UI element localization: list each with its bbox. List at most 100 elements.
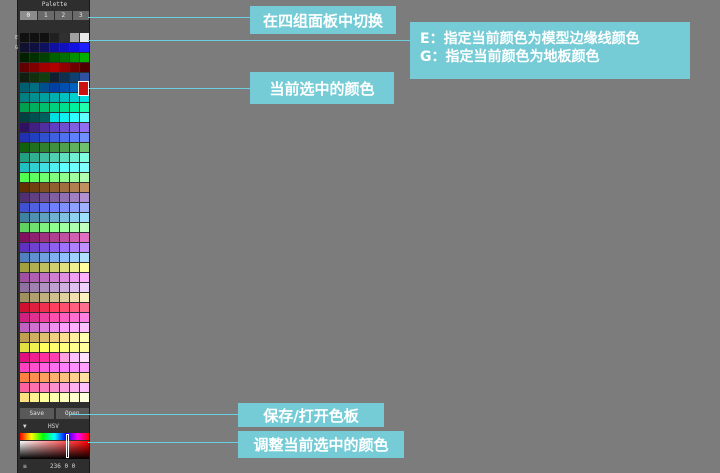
color-swatch[interactable]	[60, 153, 69, 162]
color-swatch[interactable]	[40, 293, 49, 302]
color-swatch[interactable]	[40, 313, 49, 322]
color-swatch[interactable]	[50, 213, 59, 222]
color-swatch[interactable]	[80, 393, 89, 402]
color-swatch[interactable]	[20, 333, 29, 342]
color-swatch[interactable]	[60, 233, 69, 242]
color-swatch[interactable]	[40, 233, 49, 242]
open-button[interactable]: Open	[55, 408, 89, 419]
color-swatch[interactable]	[60, 353, 69, 362]
color-swatch[interactable]	[50, 83, 59, 92]
color-swatch[interactable]	[50, 373, 59, 382]
tab-1[interactable]: 1	[37, 11, 54, 20]
color-swatch[interactable]	[60, 343, 69, 352]
color-swatch[interactable]	[20, 383, 29, 392]
color-swatch[interactable]	[40, 253, 49, 262]
color-swatch[interactable]	[50, 93, 59, 102]
color-swatch[interactable]	[40, 43, 49, 52]
color-swatch[interactable]	[40, 103, 49, 112]
color-swatch[interactable]	[30, 243, 39, 252]
color-swatch[interactable]	[70, 163, 79, 172]
color-swatch[interactable]	[30, 263, 39, 272]
color-swatch[interactable]	[20, 273, 29, 282]
color-swatch[interactable]	[40, 203, 49, 212]
color-swatch[interactable]	[40, 143, 49, 152]
color-swatch[interactable]	[20, 93, 29, 102]
color-swatch[interactable]	[20, 203, 29, 212]
color-swatch[interactable]	[50, 193, 59, 202]
color-swatch[interactable]	[30, 63, 39, 72]
color-swatch[interactable]	[60, 143, 69, 152]
color-swatch[interactable]	[40, 323, 49, 332]
color-swatch[interactable]	[70, 323, 79, 332]
color-swatch[interactable]	[40, 243, 49, 252]
color-swatch[interactable]	[50, 243, 59, 252]
color-swatch[interactable]	[30, 143, 39, 152]
color-swatch[interactable]	[30, 163, 39, 172]
color-swatch[interactable]	[70, 43, 79, 52]
color-swatch[interactable]	[50, 153, 59, 162]
color-swatch[interactable]	[80, 323, 89, 332]
color-swatch[interactable]	[80, 103, 89, 112]
color-swatch[interactable]	[20, 283, 29, 292]
color-swatch[interactable]	[70, 193, 79, 202]
color-swatch[interactable]	[50, 273, 59, 282]
color-swatch[interactable]	[30, 273, 39, 282]
color-swatch[interactable]	[80, 303, 89, 312]
color-swatch[interactable]	[80, 93, 89, 102]
color-swatch[interactable]	[50, 143, 59, 152]
color-swatch[interactable]	[40, 363, 49, 372]
color-swatch[interactable]	[60, 173, 69, 182]
color-swatch[interactable]	[60, 103, 69, 112]
color-swatch[interactable]	[50, 293, 59, 302]
color-swatch[interactable]	[60, 213, 69, 222]
color-swatch[interactable]	[70, 83, 79, 92]
color-swatch[interactable]	[60, 243, 69, 252]
color-swatch[interactable]	[70, 253, 79, 262]
color-swatch[interactable]	[80, 213, 89, 222]
color-swatch[interactable]	[40, 73, 49, 82]
color-swatch[interactable]	[50, 333, 59, 342]
color-swatch[interactable]	[20, 63, 29, 72]
color-swatch[interactable]	[20, 53, 29, 62]
color-swatch[interactable]	[30, 183, 39, 192]
color-swatch[interactable]	[40, 53, 49, 62]
color-swatch[interactable]	[40, 213, 49, 222]
color-swatch[interactable]	[80, 63, 89, 72]
color-swatch[interactable]	[70, 233, 79, 242]
color-swatch[interactable]	[50, 63, 59, 72]
color-swatch[interactable]	[60, 83, 69, 92]
color-swatch[interactable]	[50, 73, 59, 82]
selected-color-swatch[interactable]	[78, 81, 89, 96]
color-swatch[interactable]	[20, 163, 29, 172]
color-swatch[interactable]	[20, 153, 29, 162]
color-swatch[interactable]	[40, 153, 49, 162]
color-swatch[interactable]	[50, 313, 59, 322]
color-swatch[interactable]	[60, 363, 69, 372]
color-swatch[interactable]	[60, 323, 69, 332]
color-swatch[interactable]	[80, 253, 89, 262]
color-swatch[interactable]	[60, 93, 69, 102]
color-swatch[interactable]	[40, 93, 49, 102]
color-swatch[interactable]	[70, 183, 79, 192]
color-swatch[interactable]	[60, 33, 69, 42]
color-swatch[interactable]	[60, 203, 69, 212]
color-swatch[interactable]	[20, 103, 29, 112]
color-swatch[interactable]	[80, 113, 89, 122]
color-swatch[interactable]	[20, 363, 29, 372]
color-swatch[interactable]	[30, 303, 39, 312]
color-swatch[interactable]	[80, 183, 89, 192]
color-swatch[interactable]	[70, 303, 79, 312]
color-swatch[interactable]	[20, 123, 29, 132]
tab-0[interactable]: 0	[20, 11, 37, 20]
color-swatch[interactable]	[70, 383, 79, 392]
color-swatch[interactable]	[30, 193, 39, 202]
tab-2[interactable]: 2	[55, 11, 72, 20]
color-swatch[interactable]	[40, 33, 49, 42]
color-swatch[interactable]	[80, 283, 89, 292]
color-swatch[interactable]	[70, 273, 79, 282]
color-swatch[interactable]	[70, 243, 79, 252]
color-swatch[interactable]	[40, 383, 49, 392]
color-swatch[interactable]	[40, 373, 49, 382]
color-swatch[interactable]	[20, 43, 29, 52]
color-swatch[interactable]	[70, 223, 79, 232]
